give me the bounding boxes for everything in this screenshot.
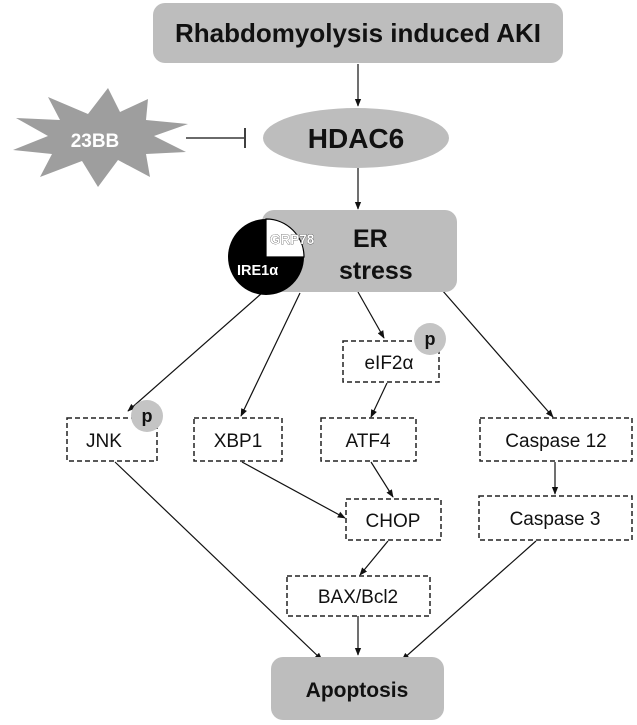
grp78-label: GRP78 <box>270 232 315 247</box>
edge-jnk-to-apoptosis <box>114 461 323 661</box>
node-atf4: ATF4 <box>320 417 417 462</box>
node-aki: Rhabdomyolysis induced AKI <box>153 3 563 63</box>
ire1a-label: IRE1α <box>237 263 278 279</box>
edge-atf4-to-chop <box>370 461 394 498</box>
eif2a-phospho-label: p <box>425 329 436 349</box>
grp78-ire1a-complex: GRP78 IRE1α <box>228 218 315 295</box>
grp78-quadrant <box>265 218 305 258</box>
edge-er-to-jnk <box>127 292 263 412</box>
hdac6-label: HDAC6 <box>308 123 404 154</box>
xbp1-label: XBP1 <box>214 431 263 452</box>
node-eif2a: eIF2α p <box>342 323 446 383</box>
atf4-label: ATF4 <box>345 431 390 452</box>
edge-caspase3-to-apoptosis <box>401 540 537 661</box>
caspase3-label: Caspase 3 <box>510 509 601 530</box>
node-caspase12: Caspase 12 <box>479 417 633 462</box>
jnk-phospho-circle <box>131 400 163 432</box>
node-bax-bcl2: BAX/Bcl2 <box>286 575 431 617</box>
jnk-phospho-label: p <box>142 406 153 426</box>
node-er-stress: ER stress <box>262 210 457 292</box>
node-chop: CHOP <box>345 498 442 541</box>
node-apoptosis: Apoptosis <box>271 657 444 720</box>
chop-label: CHOP <box>366 511 421 532</box>
apoptosis-label: Apoptosis <box>306 679 409 702</box>
edge-xbp1-to-chop <box>241 461 346 519</box>
er-label: ER <box>353 225 388 253</box>
node-caspase3: Caspase 3 <box>478 495 633 541</box>
bax-bcl2-label: BAX/Bcl2 <box>318 587 398 608</box>
node-23bb: 23BB <box>13 88 188 187</box>
edge-eif2a-to-atf4 <box>370 382 388 418</box>
edge-er-to-caspase12 <box>441 289 554 418</box>
aki-label: Rhabdomyolysis induced AKI <box>175 18 541 48</box>
edge-er-to-xbp1 <box>240 292 301 417</box>
caspase12-label: Caspase 12 <box>505 431 606 452</box>
jnk-label: JNK <box>86 431 122 452</box>
eif2a-label: eIF2α <box>364 353 413 374</box>
node-xbp1: XBP1 <box>193 417 283 462</box>
starburst-shape <box>13 88 188 187</box>
edge-er-to-eif2a <box>357 291 385 339</box>
drug-label: 23BB <box>71 131 120 152</box>
eif2a-phospho-circle <box>414 323 446 355</box>
node-jnk: JNK p <box>66 400 163 462</box>
edge-chop-to-baxbcl2 <box>359 540 389 576</box>
node-hdac6: HDAC6 <box>263 108 449 168</box>
stress-label: stress <box>339 257 413 285</box>
